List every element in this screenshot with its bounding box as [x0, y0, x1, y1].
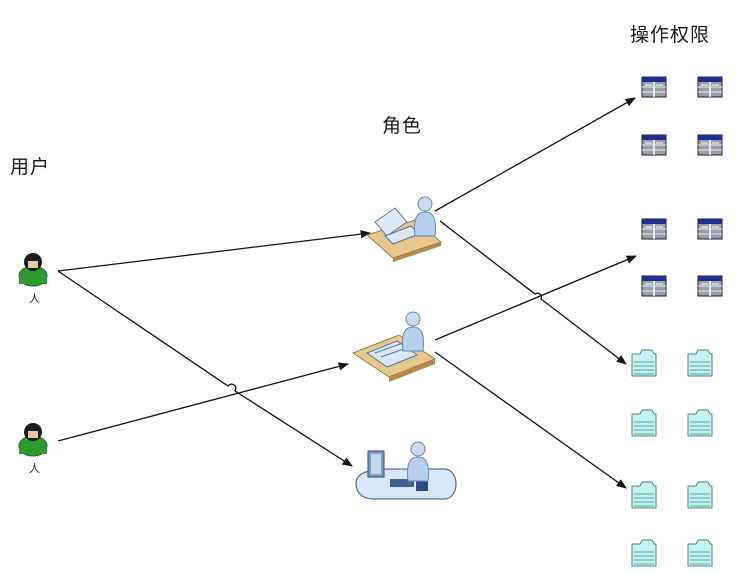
- connection-role1-perm1: [434, 97, 636, 212]
- table-icon: [641, 76, 667, 98]
- permission-group-4[interactable]: [631, 481, 713, 567]
- folder-document-icon: [687, 409, 713, 437]
- user-person-icon: [18, 252, 48, 287]
- connection-role2-perm4: [434, 351, 627, 489]
- user-node-2[interactable]: [18, 422, 48, 457]
- table-icon: [697, 218, 723, 240]
- connection-role1-perm3: [439, 220, 627, 365]
- folder-document-icon: [687, 349, 713, 377]
- connection-user1-role3: [57, 270, 353, 467]
- folder-document-icon: [631, 539, 657, 567]
- role-node-3[interactable]: [355, 441, 457, 500]
- connection-role2-perm2: [434, 255, 637, 341]
- person-at-keyboard-desk-icon: [366, 196, 443, 262]
- table-icon: [697, 275, 723, 297]
- table-icon: [641, 218, 667, 240]
- connection-lines: [57, 97, 637, 489]
- folder-document-icon: [631, 481, 657, 509]
- permission-group-3[interactable]: [631, 349, 713, 437]
- users-header: 用户: [10, 156, 51, 178]
- table-icon: [697, 134, 723, 156]
- user-node-1[interactable]: [18, 252, 48, 287]
- roles-header: 角色: [382, 115, 423, 137]
- role-node-2[interactable]: [351, 311, 437, 382]
- role-node-1[interactable]: [366, 196, 443, 262]
- folder-document-icon: [687, 539, 713, 567]
- table-icon: [641, 134, 667, 156]
- connection-user2-role2: [57, 362, 350, 442]
- folder-document-icon: [631, 349, 657, 377]
- user-caption: 人: [29, 292, 40, 305]
- folder-document-icon: [687, 481, 713, 509]
- connection-user1-role1: [57, 230, 372, 272]
- permissions-header: 操作权限: [630, 24, 711, 46]
- table-icon: [697, 76, 723, 98]
- folder-document-icon: [631, 409, 657, 437]
- person-at-computer-workstation-icon: [355, 441, 457, 500]
- permission-group-2[interactable]: [641, 218, 723, 297]
- table-icon: [641, 275, 667, 297]
- user-caption: 人: [29, 462, 40, 475]
- person-at-tablet-desk-icon: [351, 311, 437, 382]
- user-person-icon: [18, 422, 48, 457]
- permission-group-1[interactable]: [641, 76, 723, 156]
